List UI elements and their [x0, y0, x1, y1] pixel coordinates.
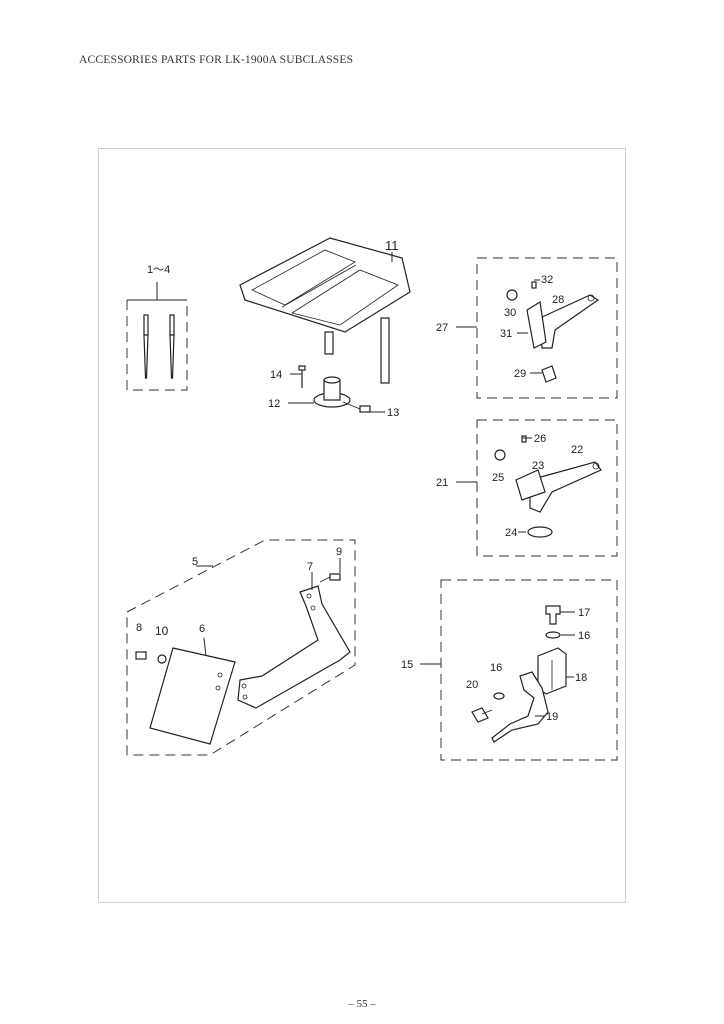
callout-10: 10	[155, 624, 169, 638]
callout-labels: 1～4 11 14 12 13 32 30 28 27 31 29 26 22 …	[136, 238, 590, 723]
screw-14	[298, 365, 306, 388]
callout-20: 20	[466, 679, 478, 691]
bracket-group-27	[456, 257, 618, 399]
callout-9: 9	[336, 546, 342, 558]
callout-7: 7	[307, 561, 313, 573]
screw-20	[471, 707, 493, 723]
callout-8: 8	[136, 622, 142, 634]
callout-1-4: 1～4	[147, 264, 170, 276]
callout-27: 27	[436, 322, 448, 334]
callout-17: 17	[578, 607, 590, 619]
callout-25: 25	[492, 472, 504, 484]
callout-12: 12	[268, 398, 280, 410]
callout-19: 19	[546, 711, 558, 723]
callout-6: 6	[199, 623, 205, 635]
tray-stand	[298, 365, 371, 413]
callout-30: 30	[504, 307, 516, 319]
callout-16-lower: 16	[490, 662, 502, 674]
accessory-tray	[239, 237, 411, 384]
callout-18: 18	[575, 672, 587, 684]
callout-32: 32	[541, 274, 553, 286]
callout-5: 5	[192, 556, 198, 568]
callout-15: 15	[401, 659, 413, 671]
bracket-group-21	[456, 419, 618, 557]
screw-8	[135, 651, 147, 660]
callout-23: 23	[532, 460, 544, 472]
diagram-frame	[98, 148, 626, 903]
callout-11: 11	[385, 238, 399, 253]
leader-lines	[203, 252, 575, 717]
block-18	[537, 647, 567, 695]
callout-29: 29	[514, 368, 526, 380]
needles-group	[126, 282, 188, 391]
callout-22: 22	[571, 444, 583, 456]
page-title: ACCESSORIES PARTS FOR LK-1900A SUBCLASSE…	[79, 54, 354, 66]
screw-13	[342, 401, 371, 413]
foot-plate-group-5	[126, 539, 356, 756]
callout-13: 13	[387, 407, 399, 419]
callout-21: 21	[436, 477, 448, 489]
callout-16-upper: 16	[578, 630, 590, 642]
needle-left	[143, 314, 149, 379]
bracket-7	[237, 585, 351, 709]
plate-6	[149, 647, 236, 745]
needle-right	[169, 314, 175, 379]
screw-9	[319, 573, 341, 583]
callout-14: 14	[270, 369, 282, 381]
screw-17	[545, 605, 561, 625]
callout-31: 31	[500, 328, 512, 340]
callout-28: 28	[552, 294, 564, 306]
callout-26: 26	[534, 433, 546, 445]
page-number: – 55 –	[348, 998, 376, 1010]
presser-group-15	[420, 579, 618, 761]
callout-24: 24	[505, 527, 517, 539]
